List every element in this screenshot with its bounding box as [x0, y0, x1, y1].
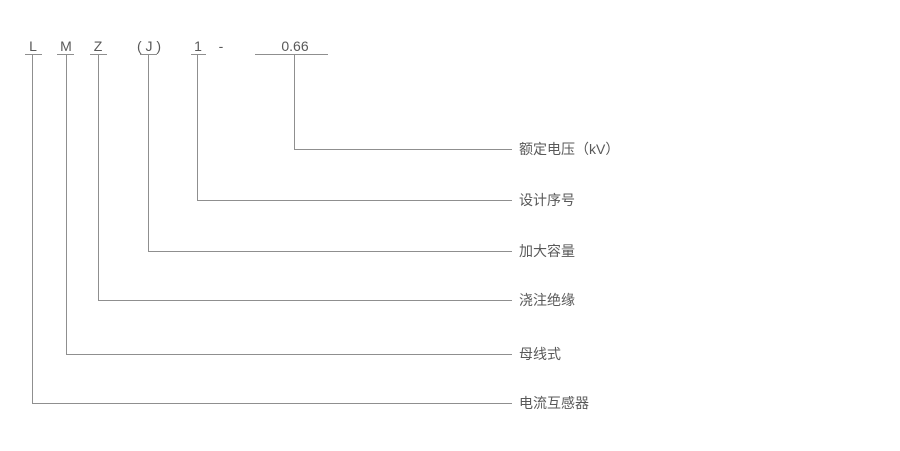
connector-horizontal-busbar-type — [66, 354, 512, 355]
code-underline-design-number — [191, 54, 206, 55]
connector-horizontal-design-number — [197, 200, 512, 201]
connector-horizontal-increased-capacity — [148, 251, 512, 252]
code-part-separator: - — [218, 38, 224, 54]
connector-vertical-current-transformer — [32, 55, 33, 403]
code-underline-rated-voltage — [255, 54, 328, 55]
connector-vertical-increased-capacity — [148, 55, 149, 251]
connector-vertical-cast-insulation — [98, 55, 99, 300]
code-part-rated-voltage: 0.66 — [281, 38, 309, 54]
label-design-number: 设计序号 — [519, 192, 575, 208]
connector-horizontal-current-transformer — [32, 403, 512, 404]
code-underline-cast — [90, 54, 107, 55]
code-underline-capacity — [140, 54, 157, 55]
code-underline-busbar — [57, 54, 74, 55]
connector-horizontal-cast-insulation — [98, 300, 512, 301]
code-part-capacity: ( J ) — [136, 38, 162, 54]
code-part-series: L — [29, 38, 37, 54]
code-part-busbar: M — [60, 38, 72, 54]
code-underline-series — [25, 54, 42, 55]
label-current-transformer: 电流互感器 — [519, 395, 589, 411]
connector-vertical-rated-voltage — [294, 55, 295, 149]
connector-horizontal-rated-voltage — [294, 149, 512, 150]
label-increased-capacity: 加大容量 — [519, 243, 575, 259]
code-part-cast: Z — [93, 38, 103, 54]
label-busbar-type: 母线式 — [519, 346, 561, 362]
label-rated-voltage: 额定电压（kV） — [519, 141, 620, 157]
label-cast-insulation: 浇注绝缘 — [519, 292, 575, 308]
connector-vertical-design-number — [197, 55, 198, 200]
connector-vertical-busbar-type — [66, 55, 67, 354]
code-part-design-number: 1 — [194, 38, 202, 54]
